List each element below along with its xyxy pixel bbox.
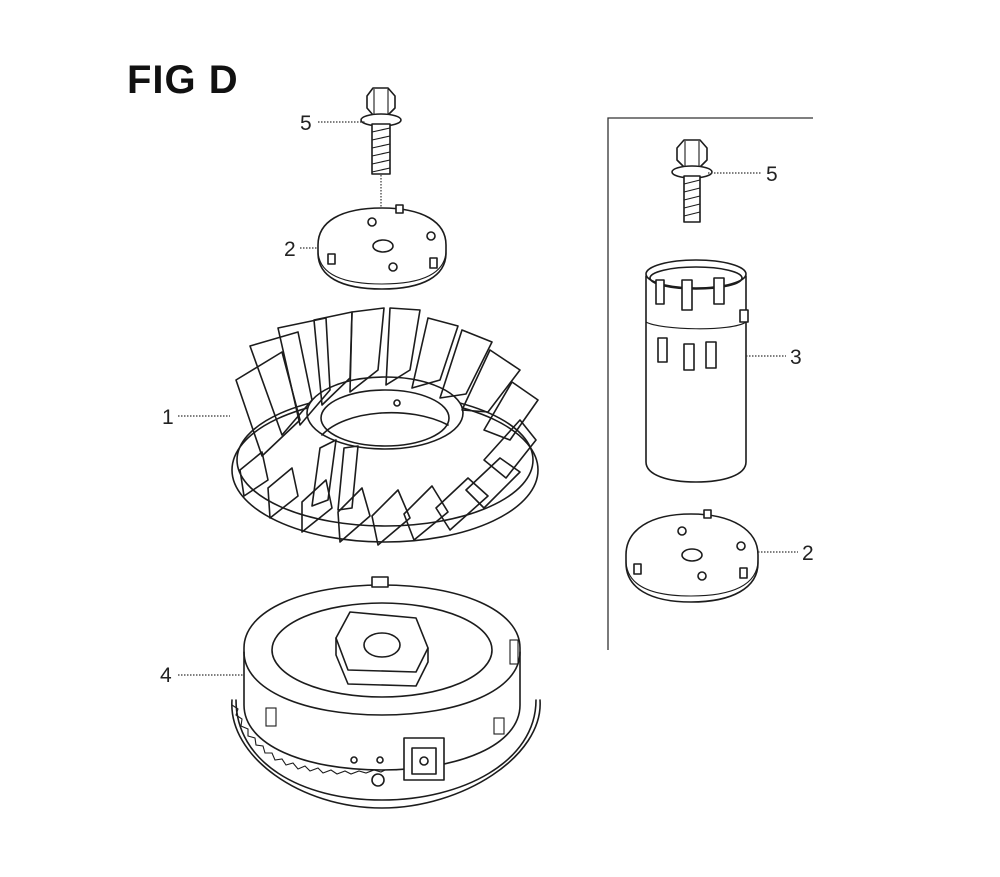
plate-left (317, 204, 447, 290)
callout-label: 2 (802, 542, 814, 565)
figure-title: FIG D (127, 58, 239, 102)
callout-label: 5 (300, 112, 312, 135)
plate-right (625, 509, 759, 603)
callout-cup: 3 (746, 346, 802, 369)
group-divider (607, 117, 813, 650)
cooling-fan (231, 307, 539, 546)
flange-bolt-left (360, 87, 402, 175)
callout-plate-left: 2 (284, 238, 318, 261)
callout-label: 1 (162, 406, 174, 429)
callout-bolt-left: 5 (300, 112, 366, 135)
starter-cup (645, 259, 749, 483)
callout-label: 3 (790, 346, 802, 369)
callout-label: 2 (284, 238, 296, 261)
callout-flywheel: 4 (160, 664, 244, 687)
flange-bolt-right (671, 139, 713, 223)
callout-bolt-right: 5 (708, 163, 778, 186)
callout-label: 5 (766, 163, 778, 186)
callout-plate-right: 2 (758, 542, 814, 565)
flywheel (231, 576, 541, 809)
callout-label: 4 (160, 664, 172, 687)
callout-fan: 1 (162, 406, 230, 429)
